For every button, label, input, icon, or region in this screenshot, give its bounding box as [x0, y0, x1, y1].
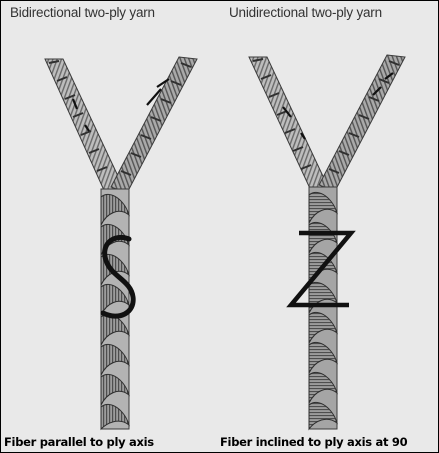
left-yarn [45, 57, 197, 429]
right-yarn [249, 55, 405, 429]
right-yarn-arm-left [249, 57, 329, 195]
left-yarn-trunk [101, 189, 129, 429]
left-panel-title: Bidirectional two-ply yarn [10, 5, 155, 20]
right-panel-title: Unidirectional two-ply yarn [229, 5, 382, 20]
left-yarn-arm-left [45, 59, 125, 197]
right-panel-caption: Fiber inclined to ply axis at 90 [220, 435, 407, 449]
left-yarn-arm-right [111, 57, 197, 193]
left-panel-caption: Fiber parallel to ply axis [4, 435, 154, 449]
right-yarn-arm-right [319, 55, 405, 191]
right-yarn-trunk [309, 187, 337, 429]
